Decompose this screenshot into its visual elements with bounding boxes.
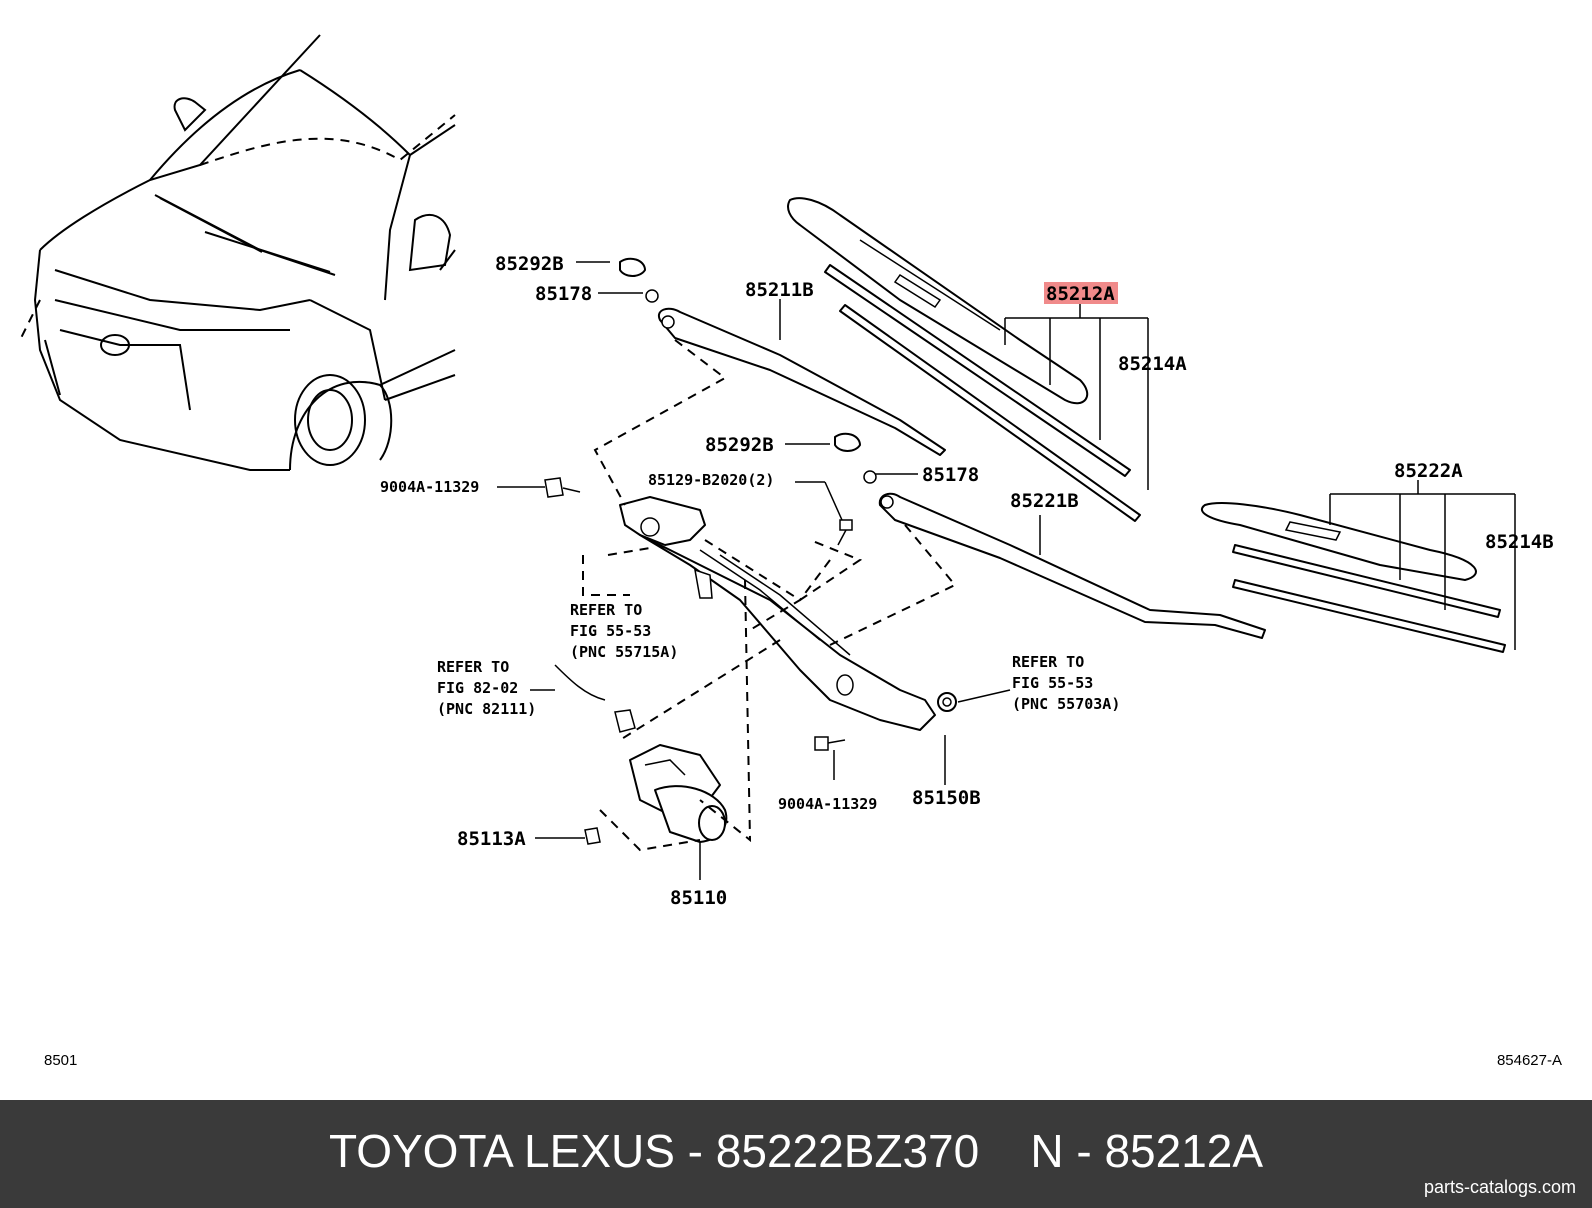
refer-note-1-line3: (PNC 55715A) (570, 643, 678, 661)
footer-bar: TOYOTA LEXUS - 85222BZ370 N - 85212A par… (0, 1100, 1592, 1208)
callout-85214b: 85214B (1485, 531, 1554, 553)
refer-note-3-line3: (PNC 55703A) (1012, 695, 1120, 713)
callout-85178-2: 85178 (922, 464, 979, 486)
callout-85212a: 85212A (1046, 283, 1115, 305)
callout-85129-b2020: 85129-B2020(2) (648, 471, 774, 489)
footer-title: TOYOTA LEXUS - 85222BZ370 N - 85212A (328, 1125, 1264, 1177)
callout-85292b-2: 85292B (705, 434, 774, 456)
refer-note-2-line2: FIG 82-02 (437, 679, 518, 697)
refer-note-3-line2: FIG 55-53 (1012, 674, 1093, 692)
figure-number: 8501 (44, 1052, 78, 1069)
callout-85150b: 85150B (912, 787, 981, 809)
wiper-blade-85212a (787, 197, 1141, 522)
callout-9004a-11329-1: 9004A-11329 (380, 478, 479, 496)
callout-85222a: 85222A (1394, 460, 1463, 482)
refer-note-2-line3: (PNC 82111) (437, 700, 536, 718)
callout-85211b: 85211B (745, 279, 814, 301)
refer-note-1-line1: REFER TO (570, 601, 642, 619)
highlight-box-85212a (1044, 282, 1118, 304)
callout-labels: 85292B 85178 85211B 85212A 85214A 85292B… (380, 253, 1554, 909)
wiper-motor-85110 (554, 664, 728, 843)
hardware (544, 257, 877, 845)
wiper-arm-85211b (657, 307, 946, 456)
illustration-code: 854627-A (1496, 1052, 1562, 1069)
callout-85110: 85110 (670, 887, 727, 909)
refer-note-1-line2: FIG 55-53 (570, 622, 651, 640)
leader-lines (497, 261, 1516, 880)
callout-85221b: 85221B (1010, 490, 1079, 512)
refer-note-2-line1: REFER TO (437, 658, 509, 676)
callout-9004a-11329-2: 9004A-11329 (778, 795, 877, 813)
vehicle-illustration (19, 34, 456, 471)
wiper-arm-85221b (878, 492, 1266, 639)
callout-85178-1: 85178 (535, 283, 592, 305)
wiper-linkage-85150b (619, 496, 957, 731)
callout-85113a: 85113A (457, 828, 526, 850)
refer-note-3-line1: REFER TO (1012, 653, 1084, 671)
parts-diagram: 85292B 85178 85211B 85212A 85214A 85292B… (19, 34, 1554, 909)
dashed-outlines (582, 339, 957, 852)
callout-85292b-1: 85292B (495, 253, 564, 275)
wiper-blade-85222a (1201, 502, 1506, 653)
callout-85214a: 85214A (1118, 353, 1187, 375)
footer-site-link[interactable]: parts-catalogs.com (1423, 1177, 1576, 1197)
